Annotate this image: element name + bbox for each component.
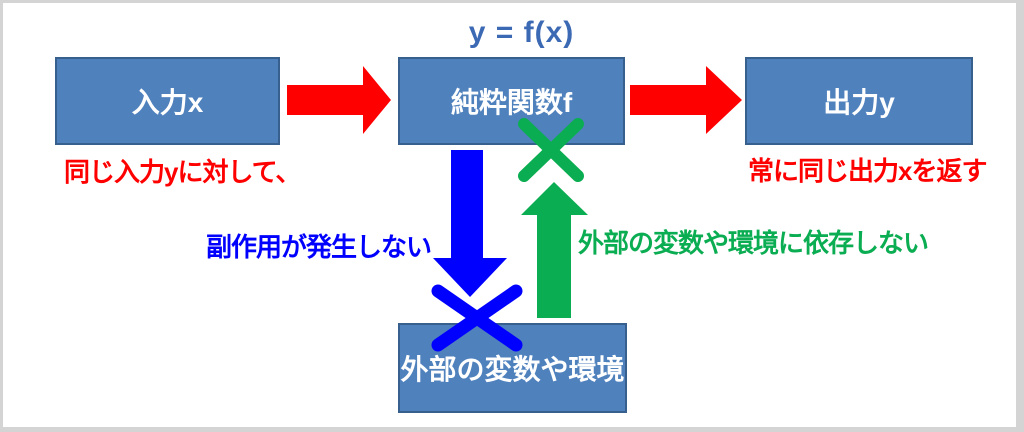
blue-cross-mark-icon [431,284,523,352]
node-pure-function-label: 純粋関数f [450,87,573,118]
caption-no-dependency: 外部の変数や環境に依存しない [578,228,929,258]
caption-same-input: 同じ入力yに対して、 [64,157,301,187]
node-input-label: 入力x [131,87,204,118]
green-arrow-up-icon [521,182,588,318]
node-output: 出力y [745,57,973,145]
node-input: 入力x [55,57,280,145]
red-arrow-right-function-to-output-icon [630,66,742,134]
red-arrow-right-input-to-function-icon [287,66,391,134]
node-output-label: 出力y [823,87,895,118]
node-external-environment-label: 外部の変数や環境 [400,354,625,385]
green-cross-mark-icon [518,118,584,182]
node-pure-function: 純粋関数f [398,57,625,145]
diagram-title: y = f(x) [468,16,575,49]
caption-no-side-effect: 副作用が発生しない [206,232,432,262]
blue-arrow-down-icon [433,150,507,297]
caption-same-output: 常に同じ出力xを返す [748,156,987,186]
